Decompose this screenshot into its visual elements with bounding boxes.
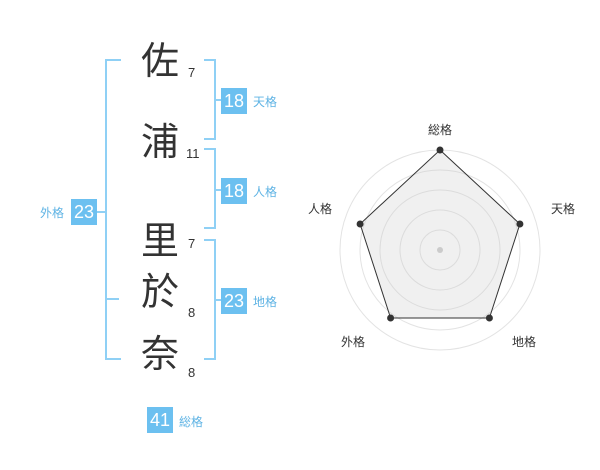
radar-point-chikaku xyxy=(485,314,493,322)
tenkaku-bracket-stub xyxy=(214,99,222,101)
radar-ring-1 xyxy=(419,229,461,271)
gaikaku-value: 23 xyxy=(71,199,97,225)
radar-ring-3 xyxy=(379,189,501,311)
radar-grid xyxy=(339,149,541,351)
gaikaku-bracket xyxy=(105,59,121,360)
name-char-3-strokes: 7 xyxy=(188,236,196,251)
radar-ring-4 xyxy=(359,169,521,331)
name-char-2-strokes: 11 xyxy=(186,146,200,161)
tenkaku-value: 18 xyxy=(221,88,247,114)
chikaku-label: 地格 xyxy=(253,295,278,309)
jinkaku-label: 人格 xyxy=(253,185,278,199)
name-char-1-strokes: 7 xyxy=(188,65,196,80)
chikaku-bracket-stub xyxy=(214,299,222,301)
name-char-4-strokes: 8 xyxy=(188,305,196,320)
soukaku-value: 41 xyxy=(147,407,173,433)
chikaku-value: 23 xyxy=(221,288,247,314)
name-char-2: 浦 xyxy=(140,120,179,164)
name-char-1: 佐 xyxy=(140,39,179,83)
name-char-5: 奈 xyxy=(140,332,179,376)
radar-ring-2 xyxy=(399,209,481,291)
radar-point-gaikaku xyxy=(387,314,395,322)
gaikaku-label: 外格 xyxy=(40,206,65,220)
name-char-3: 里 xyxy=(140,219,179,263)
radar-label-chikaku: 地格 xyxy=(512,334,536,349)
radar-label-gaikaku: 外格 xyxy=(341,334,365,349)
radar-point-soukaku xyxy=(436,146,444,154)
radar-label-soukaku: 総格 xyxy=(428,122,452,137)
jinkaku-value: 18 xyxy=(221,178,247,204)
tenkaku-label: 天格 xyxy=(253,95,278,109)
radar-center-dot xyxy=(437,247,443,253)
radar-label-tenkaku: 天格 xyxy=(551,201,575,216)
gaikaku-bracket-inner-tick xyxy=(105,298,119,300)
radar-point-tenkaku xyxy=(516,220,524,228)
soukaku-label: 総格 xyxy=(179,415,204,429)
name-char-5-strokes: 8 xyxy=(188,365,196,380)
jinkaku-bracket-stub xyxy=(214,189,222,191)
radar-point-jinkaku xyxy=(356,220,364,228)
radar-label-jinkaku: 人格 xyxy=(308,201,332,216)
radar-polygon xyxy=(359,149,521,319)
name-char-4: 於 xyxy=(140,270,179,314)
jinkaku-bracket xyxy=(204,148,216,229)
gaikaku-bracket-stub xyxy=(97,211,107,213)
